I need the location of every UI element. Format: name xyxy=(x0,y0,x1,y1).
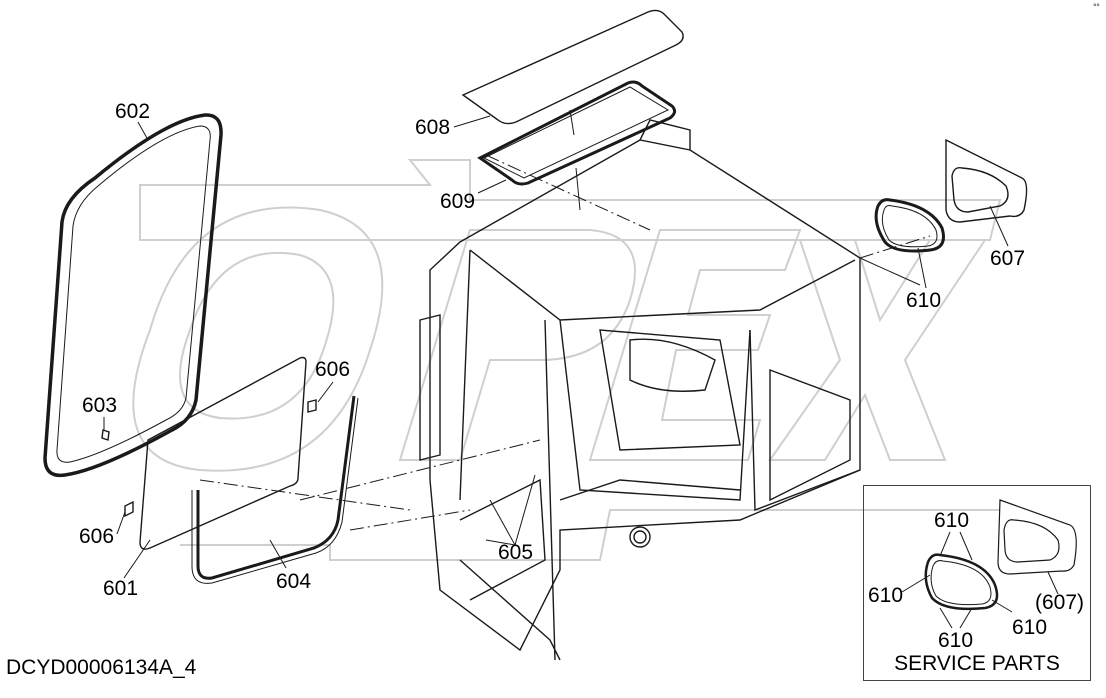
callout-603[interactable]: 603 xyxy=(82,394,118,417)
callout-607[interactable]: 607 xyxy=(990,247,1026,270)
service-parts-artwork xyxy=(901,499,1077,629)
service-callout-610-bottom[interactable]: 610 xyxy=(938,629,974,652)
weatherstrip-604[interactable] xyxy=(196,395,356,580)
left-gasket-602[interactable] xyxy=(43,113,223,478)
pad-606-bottom[interactable] xyxy=(124,500,134,518)
cab-frame xyxy=(419,119,861,661)
watermark xyxy=(132,159,1002,561)
document-id: DCYD00006134A_4 xyxy=(6,656,197,679)
door-glass-601[interactable] xyxy=(139,356,307,550)
service-glass-610[interactable] xyxy=(924,553,999,611)
callout-608[interactable]: 608 xyxy=(415,116,451,139)
callout-610[interactable]: 610 xyxy=(906,289,942,312)
callout-605[interactable]: 605 xyxy=(498,541,534,564)
quarter-frame-607[interactable] xyxy=(945,138,1028,223)
callout-606-top[interactable]: 606 xyxy=(315,358,351,381)
corner-mark: ˚˚ xyxy=(1093,4,1100,15)
callout-604[interactable]: 604 xyxy=(276,570,312,593)
clip-603[interactable] xyxy=(101,429,110,441)
callout-609[interactable]: 609 xyxy=(440,190,476,213)
pad-606-top[interactable] xyxy=(307,399,317,413)
service-callout-610-left[interactable]: 610 xyxy=(868,584,904,607)
service-callout-610-top[interactable]: 610 xyxy=(934,509,970,532)
service-parts-title: SERVICE PARTS xyxy=(894,652,1060,675)
callout-606-bottom[interactable]: 606 xyxy=(79,525,115,548)
top-gasket-609[interactable] xyxy=(477,80,677,186)
top-glass-608[interactable] xyxy=(461,9,684,125)
service-frame-607[interactable] xyxy=(997,499,1077,575)
assembly-lines xyxy=(199,154,931,531)
service-callout-610-right[interactable]: 610 xyxy=(1012,616,1048,639)
callout-601[interactable]: 601 xyxy=(103,577,139,600)
callout-602[interactable]: 602 xyxy=(115,100,151,123)
quarter-glass-610[interactable] xyxy=(874,198,945,253)
service-parts-box: 610 610 610 610 (607) SERVICE PARTS xyxy=(863,485,1091,681)
service-callout-607[interactable]: (607) xyxy=(1035,591,1085,614)
leader-lines xyxy=(103,109,1009,579)
